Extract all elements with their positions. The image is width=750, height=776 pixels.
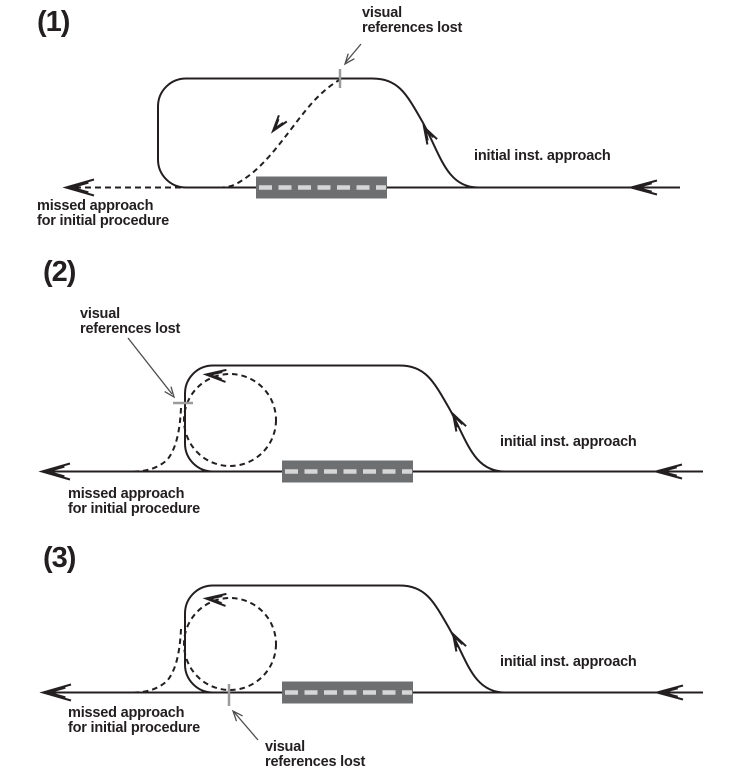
panel-1-leader-arrow-icon — [343, 53, 355, 66]
panel-2-circling-pattern — [183, 373, 277, 467]
panel-3-missed-approach-line-1: missed approach — [68, 705, 185, 721]
panel-3-missed-approach-curve — [132, 628, 182, 694]
panel-2-missed-approach-curve — [132, 407, 182, 473]
panel-1-visual-lost-line-2: references lost — [362, 20, 463, 36]
panel-2-visual-lost-line-1: visual — [80, 306, 120, 322]
panel-1-initial-approach-label: initial inst. approach — [474, 148, 611, 164]
panel-1-missed-approach-line-2: for initial procedure — [37, 213, 169, 229]
panel-2-missed-approach-left-arrow-icon — [38, 462, 71, 481]
panel-3-drawing — [46, 584, 703, 741]
panel-3-visual-lost-line-2: references lost — [265, 754, 366, 770]
panel-1-missed-approach-line-1: missed approach — [37, 198, 154, 214]
panel-2-visual-lost-line-2: references lost — [80, 321, 181, 337]
arrow-heads — [38, 53, 684, 722]
panel-1-climb-direction-arrow-icon — [422, 124, 438, 145]
panel-2-leader-arrow-icon — [164, 386, 176, 399]
panel-2-number: (2) — [43, 256, 76, 288]
panel-2-leader-line — [127, 337, 173, 395]
panel-3-approach-left-arrow-icon — [653, 684, 684, 701]
panel-2-initial-approach-label: initial inst. approach — [500, 434, 637, 450]
panel-3-number: (3) — [43, 542, 76, 574]
panel-2-circle-direction-arrow-icon — [202, 368, 227, 383]
panel-1-visual-descent-path — [218, 78, 342, 189]
panel-3-initial-approach-label: initial inst. approach — [500, 654, 637, 670]
panel-1-approach-left-arrow-icon — [627, 179, 658, 196]
panel-1-leader-line — [345, 43, 362, 63]
panel-2-climb-direction-arrow-icon — [451, 411, 467, 432]
panel-1-descent-direction-arrow-icon — [270, 114, 288, 134]
panel-3-circle-direction-arrow-icon — [202, 592, 227, 607]
panel-1-racetrack-path — [157, 77, 680, 189]
panel-2-climb-path — [398, 364, 506, 473]
panel-3-circling-pattern — [183, 597, 277, 691]
panel-3-leader-line — [233, 711, 259, 741]
panel-3-climb-direction-arrow-icon — [451, 631, 467, 652]
panel-3-visual-lost-line-1: visual — [265, 739, 305, 755]
panel-2-missed-approach-line-1: missed approach — [68, 486, 185, 502]
panel-1-number: (1) — [37, 6, 70, 38]
panel-3-missed-approach-line-2: for initial procedure — [68, 720, 200, 736]
panel-1-missed-approach-left-arrow-icon — [62, 178, 95, 197]
panel-2-racetrack-path — [184, 364, 399, 473]
panel-3-climb-path — [398, 584, 506, 694]
panel-3-leader-arrow-icon — [231, 709, 243, 722]
panel-2-approach-left-arrow-icon — [652, 463, 683, 480]
panel-3-missed-approach-left-arrow-icon — [39, 683, 72, 702]
panel-2-missed-approach-line-2: for initial procedure — [68, 501, 200, 517]
panel-1-climb-path — [371, 77, 479, 189]
panel-3-racetrack-path — [184, 584, 399, 694]
panel-2-drawing — [45, 337, 703, 483]
panel-1-visual-lost-line-1: visual — [362, 5, 402, 21]
panel-1-drawing — [70, 43, 680, 199]
